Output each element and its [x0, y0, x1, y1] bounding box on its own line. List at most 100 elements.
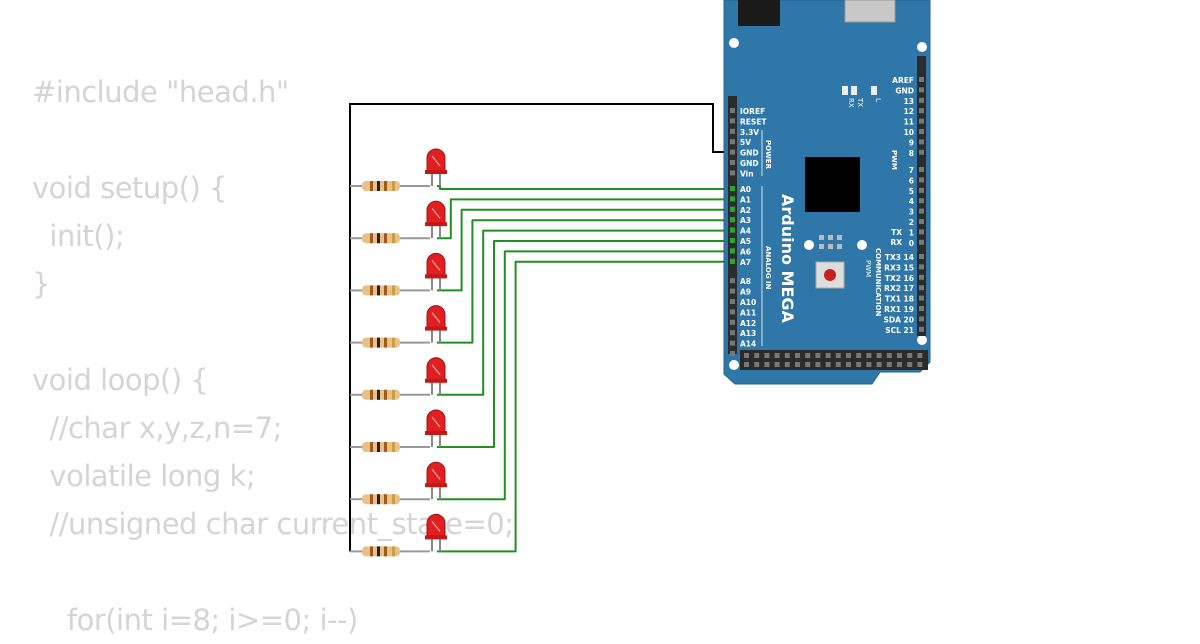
header-pin[interactable]: [754, 362, 760, 367]
header-pin[interactable]: [866, 362, 872, 367]
header-pin[interactable]: [919, 274, 924, 280]
header-pin[interactable]: [730, 128, 735, 134]
signal-wire[interactable]: [437, 208, 731, 292]
header-pin[interactable]: [730, 139, 735, 145]
header-pin[interactable]: [730, 330, 735, 336]
header-pin[interactable]: [846, 353, 851, 358]
header-pin[interactable]: [784, 362, 790, 367]
header-pin[interactable]: [795, 353, 800, 358]
header-pin[interactable]: [730, 170, 735, 176]
header-pin[interactable]: [897, 353, 902, 358]
reset-button-cap[interactable]: [824, 269, 836, 281]
header-pin[interactable]: [919, 316, 924, 322]
header-pin[interactable]: [730, 351, 735, 356]
header-pin[interactable]: [919, 187, 924, 193]
led-red[interactable]: [425, 513, 447, 552]
resistor[interactable]: [362, 285, 400, 296]
header-pin[interactable]: [919, 149, 924, 155]
header-pin[interactable]: [886, 362, 892, 367]
header-pin[interactable]: [919, 108, 924, 114]
header-pin[interactable]: [774, 362, 780, 367]
signal-wire[interactable]: [437, 250, 731, 501]
header-pin[interactable]: [730, 108, 735, 113]
header-pin[interactable]: [886, 353, 892, 358]
connected-pin[interactable]: [730, 196, 735, 202]
header-pin[interactable]: [919, 198, 924, 204]
connected-pin[interactable]: [730, 206, 735, 212]
led-red[interactable]: [425, 357, 447, 395]
connected-pin[interactable]: [730, 238, 735, 243]
header-pin[interactable]: [919, 264, 924, 270]
header-pin[interactable]: [754, 353, 760, 358]
resistor[interactable]: [362, 494, 400, 505]
connected-pin[interactable]: [730, 248, 735, 254]
header-pin[interactable]: [919, 87, 924, 93]
header-pin[interactable]: [907, 362, 913, 367]
header-pin[interactable]: [919, 97, 924, 103]
signal-wire[interactable]: [437, 219, 731, 344]
connected-pin[interactable]: [730, 217, 735, 223]
header-pin[interactable]: [917, 362, 923, 367]
signal-wire[interactable]: [437, 229, 731, 396]
header-pin[interactable]: [730, 309, 735, 315]
header-pin[interactable]: [744, 362, 749, 367]
header-pin[interactable]: [835, 353, 841, 358]
header-pin[interactable]: [774, 353, 780, 358]
led-red[interactable]: [425, 148, 447, 186]
header-pin[interactable]: [917, 353, 923, 358]
header-pin[interactable]: [919, 306, 924, 311]
header-pin[interactable]: [876, 362, 882, 367]
signal-wire[interactable]: [437, 260, 731, 553]
led-red[interactable]: [425, 461, 447, 500]
code-editor[interactable]: #include "head.h"void setup() { init();}…: [32, 68, 514, 644]
resistor[interactable]: [362, 442, 400, 452]
header-pin[interactable]: [919, 77, 924, 82]
connected-pin[interactable]: [730, 227, 735, 233]
header-pin[interactable]: [784, 353, 790, 358]
header-pin[interactable]: [764, 353, 770, 358]
header-pin[interactable]: [730, 299, 735, 304]
led-red[interactable]: [425, 305, 447, 343]
signal-wire[interactable]: [437, 198, 731, 240]
connected-pin[interactable]: [730, 258, 735, 264]
header-pin[interactable]: [730, 278, 735, 284]
header-pin[interactable]: [919, 118, 924, 124]
header-pin[interactable]: [919, 167, 924, 172]
header-pin[interactable]: [730, 118, 735, 124]
header-pin[interactable]: [919, 208, 924, 214]
header-pin[interactable]: [835, 362, 841, 367]
header-pin[interactable]: [805, 362, 811, 367]
signal-wire[interactable]: [437, 240, 731, 448]
header-pin[interactable]: [919, 177, 924, 183]
header-pin[interactable]: [919, 229, 924, 235]
signal-wire[interactable]: [437, 185, 731, 190]
header-pin[interactable]: [856, 362, 862, 367]
header-pin[interactable]: [825, 353, 831, 358]
header-pin[interactable]: [744, 353, 749, 358]
header-pin[interactable]: [856, 353, 862, 358]
resistor[interactable]: [362, 546, 400, 557]
header-pin[interactable]: [730, 340, 735, 346]
header-pin[interactable]: [730, 149, 735, 155]
header-pin[interactable]: [897, 362, 902, 367]
resistor[interactable]: [362, 233, 400, 244]
resistor[interactable]: [362, 181, 400, 191]
header-pin[interactable]: [919, 254, 924, 259]
header-pin[interactable]: [919, 285, 924, 291]
header-pin[interactable]: [815, 353, 821, 358]
header-pin[interactable]: [825, 362, 831, 367]
header-pin[interactable]: [730, 160, 735, 165]
header-pin[interactable]: [866, 353, 872, 358]
header-pin[interactable]: [764, 362, 770, 367]
header-pin[interactable]: [919, 139, 924, 145]
led-red[interactable]: [425, 252, 447, 291]
header-pin[interactable]: [919, 326, 924, 332]
header-pin[interactable]: [876, 353, 882, 358]
header-pin[interactable]: [815, 362, 821, 367]
ground-wire[interactable]: [349, 103, 731, 552]
header-pin[interactable]: [730, 319, 735, 325]
header-pin[interactable]: [919, 295, 924, 301]
header-pin[interactable]: [919, 239, 924, 245]
